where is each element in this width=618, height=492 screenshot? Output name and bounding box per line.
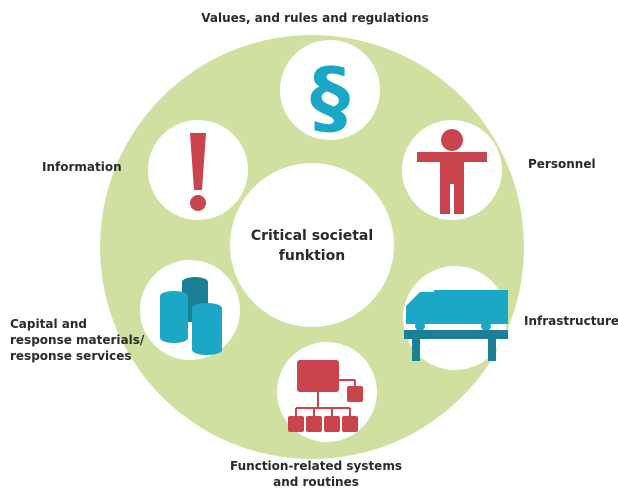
label-systems-line1: Function-related systems: [230, 459, 402, 473]
label-personnel: Personnel: [528, 157, 596, 171]
person-icon: [417, 129, 487, 214]
label-infrastructure: Infrastructure: [524, 314, 618, 328]
paragraph-icon: §: [310, 51, 350, 144]
center-title-line2: funktion: [279, 248, 345, 264]
center-circle: [230, 163, 394, 327]
label-capital-line3: response services: [10, 349, 132, 363]
label-systems-line2: and routines: [273, 475, 359, 489]
label-values: Values, and rules and regulations: [201, 11, 428, 25]
bridge-truck-icon: [404, 290, 508, 361]
org-chart-icon: [288, 360, 363, 432]
exclamation-icon: [190, 133, 206, 211]
values-circle: [280, 40, 380, 140]
label-capital-line2: response materials/: [10, 333, 145, 347]
center-title-line1: Critical societal: [251, 228, 373, 244]
label-capital-line1: Capital and: [10, 317, 87, 331]
label-information: Information: [42, 160, 122, 174]
barrels-icon: [160, 277, 222, 355]
